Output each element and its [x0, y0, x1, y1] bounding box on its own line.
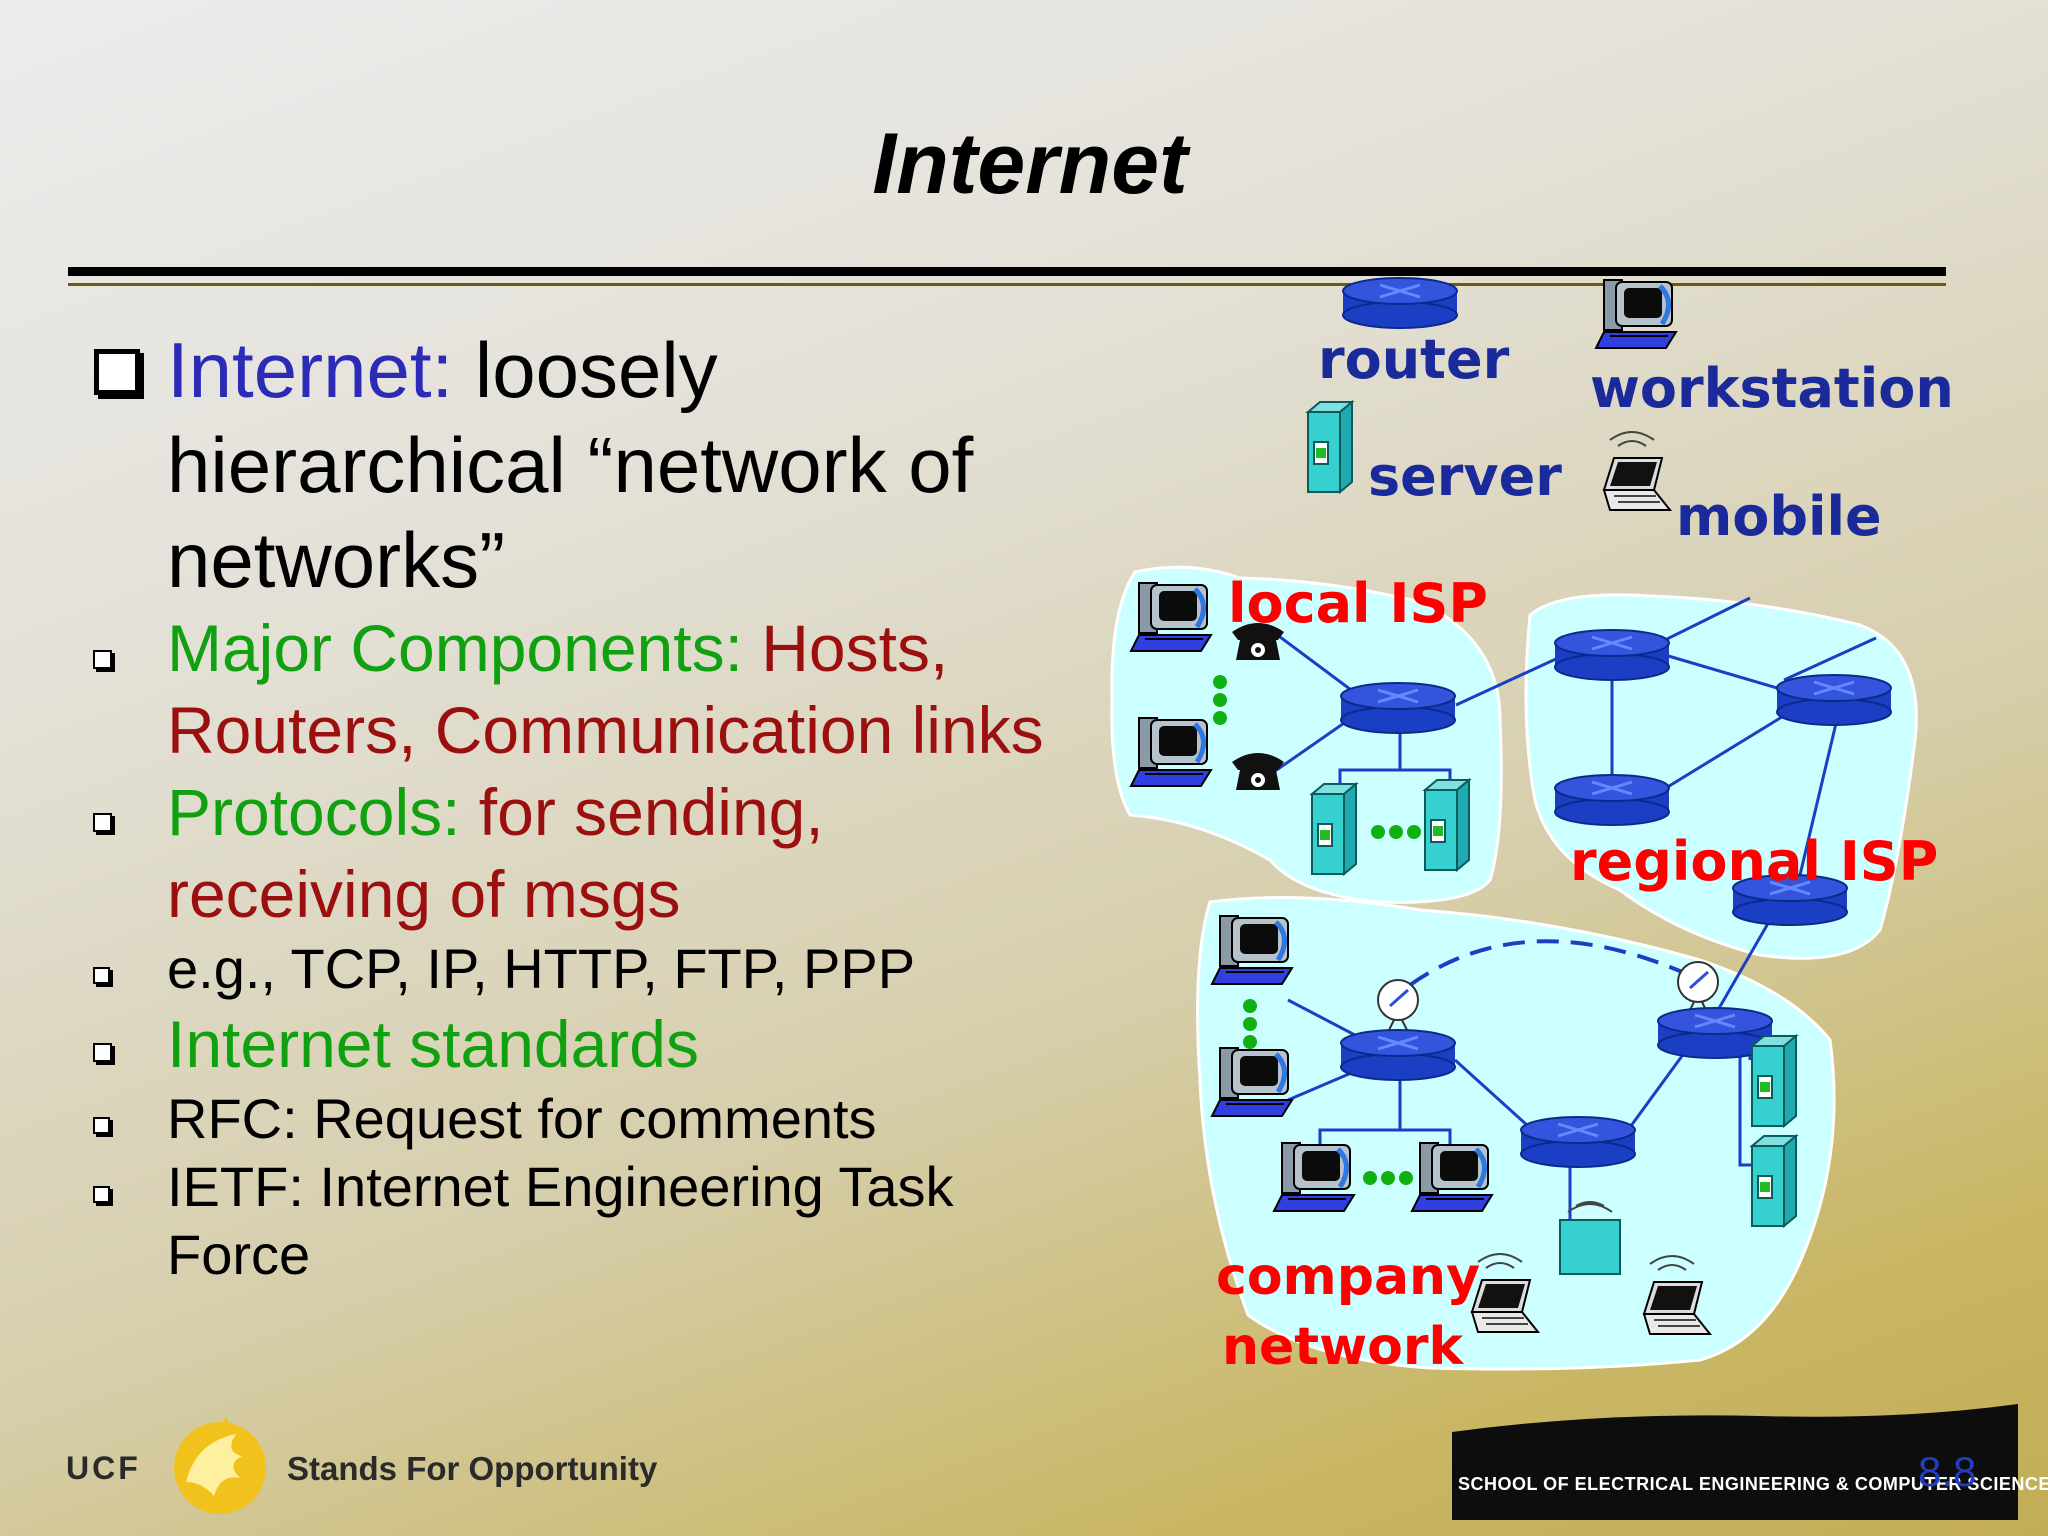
bullet-box-icon	[93, 813, 112, 832]
bullet-2-line-2: Routers, Communication links	[167, 693, 1044, 767]
bullet-1-line-2: hierarchical “network of	[167, 421, 974, 509]
bullet-3-line-2: receiving of msgs	[167, 857, 681, 931]
local-isp-label: local ISP	[1228, 572, 1488, 635]
bullet-7-line-2: Force	[167, 1223, 311, 1286]
router-icon	[1339, 681, 1457, 735]
company-network-label-line-2: network	[1222, 1317, 1465, 1377]
bullet-2-line-1: Major Components: Hosts,	[167, 607, 948, 690]
ellipsis-dots-icon	[1213, 675, 1227, 725]
bullet-1-term: Internet:	[167, 326, 454, 414]
legend-workstation-label: workstation	[1590, 357, 1954, 420]
telephone-icon	[1232, 753, 1284, 790]
ucf-wordmark: UCF	[66, 1450, 141, 1486]
bullet-box-icon	[93, 1043, 112, 1062]
department-name: SCHOOL OF ELECTRICAL ENGINEERING & COMPU…	[1458, 1474, 2048, 1494]
bullet-3-line-1: Protocols: for sending,	[167, 771, 824, 854]
workstation-icon	[1212, 916, 1292, 984]
router-icon	[1775, 673, 1893, 727]
workstation-icon	[1412, 1143, 1492, 1211]
mobile-icon	[1603, 431, 1671, 511]
bullet-box-icon	[93, 1186, 110, 1203]
bullet-box-icon	[93, 967, 110, 984]
router-icon	[1341, 276, 1459, 330]
bullet-2-rest: Hosts,	[742, 611, 949, 685]
server-icon	[1424, 779, 1470, 871]
wireless-access-point-icon	[1559, 1201, 1621, 1275]
bullet-box-icon	[93, 1117, 110, 1134]
server-icon	[1751, 1135, 1797, 1227]
page-number: 8.8	[1918, 1448, 1977, 1495]
title-divider-accent	[68, 283, 1946, 286]
bullet-1-rest: loosely	[453, 326, 718, 414]
bullet-3-rest: for sending,	[460, 775, 824, 849]
title-divider	[68, 267, 1946, 276]
bullet-4: e.g., TCP, IP, HTTP, FTP, PPP	[167, 937, 916, 1000]
ellipsis-dots-icon	[1363, 1171, 1413, 1185]
bullet-list: Internet: loosely hierarchical “network …	[93, 323, 1044, 1286]
workstation-icon	[1212, 1048, 1292, 1116]
ucf-tagline: Stands For Opportunity	[287, 1450, 658, 1487]
bullet-2-term: Major Components:	[167, 611, 743, 685]
router-icon	[1339, 1028, 1457, 1082]
workstation-icon	[1131, 583, 1211, 651]
bullet-1-line-3: networks”	[167, 516, 506, 604]
bullet-1-line-1: Internet: loosely	[167, 323, 718, 418]
legend-server-label: server	[1368, 445, 1562, 508]
bullet-5: Internet standards	[167, 1007, 699, 1081]
department-banner	[1452, 1404, 2018, 1520]
bullet-6: RFC: Request for comments	[167, 1087, 877, 1150]
router-icon	[1553, 773, 1671, 827]
local-isp-cloud	[1110, 565, 1503, 904]
router-icon	[1553, 628, 1671, 682]
company-network-label-line-1: company	[1216, 1247, 1480, 1307]
legend-router-label: router	[1318, 328, 1510, 391]
wireless-link	[1408, 939, 1701, 987]
workstation-icon	[1131, 718, 1211, 786]
bullet-7-line-1: IETF: Internet Engineering Task	[167, 1155, 954, 1218]
server-icon	[1751, 1035, 1797, 1127]
bullet-box-icon	[93, 650, 112, 669]
router-icon	[1519, 1115, 1637, 1169]
workstation-icon	[1274, 1143, 1354, 1211]
workstation-icon	[1596, 280, 1676, 348]
bullet-box-icon	[94, 349, 140, 395]
server-icon	[1311, 783, 1357, 875]
slide-title: Internet	[872, 116, 1188, 212]
server-icon	[1307, 401, 1353, 493]
bullet-3-term: Protocols:	[167, 775, 461, 849]
legend-mobile-label: mobile	[1676, 485, 1882, 548]
regional-isp-label: regional ISP	[1570, 830, 1938, 893]
ucf-pegasus-logo-icon	[174, 1416, 266, 1514]
ellipsis-dots-icon	[1371, 825, 1421, 839]
ellipsis-dots-icon	[1243, 999, 1257, 1049]
